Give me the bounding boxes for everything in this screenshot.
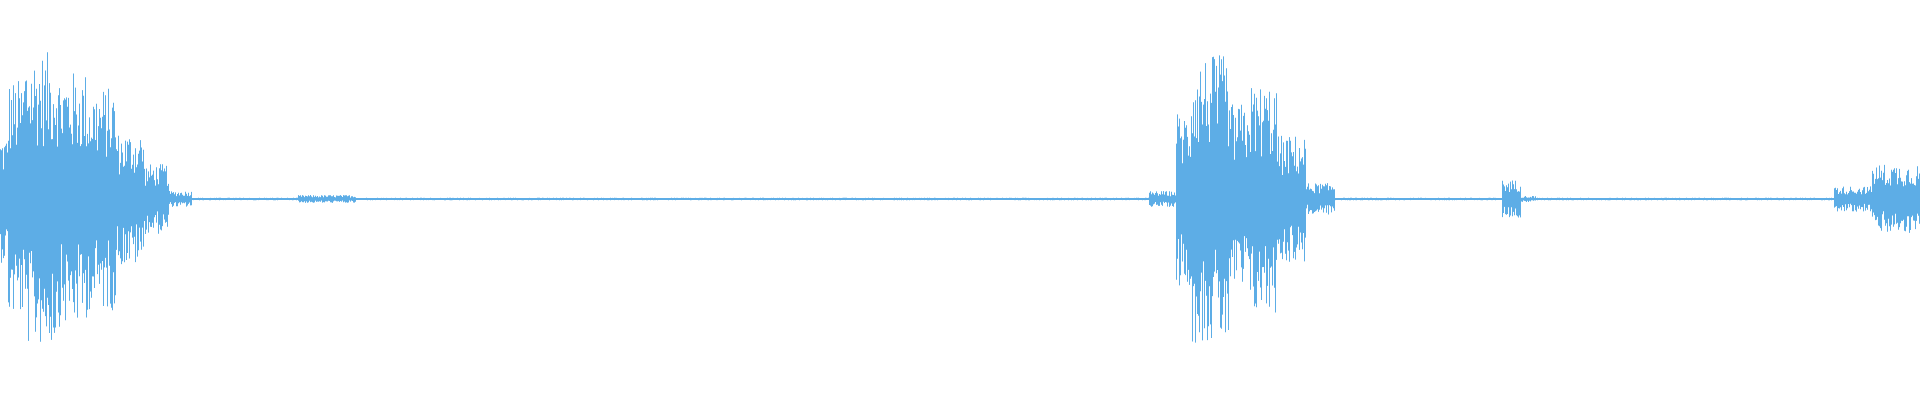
waveform-bars [0,52,1920,343]
waveform-path [0,52,1920,343]
